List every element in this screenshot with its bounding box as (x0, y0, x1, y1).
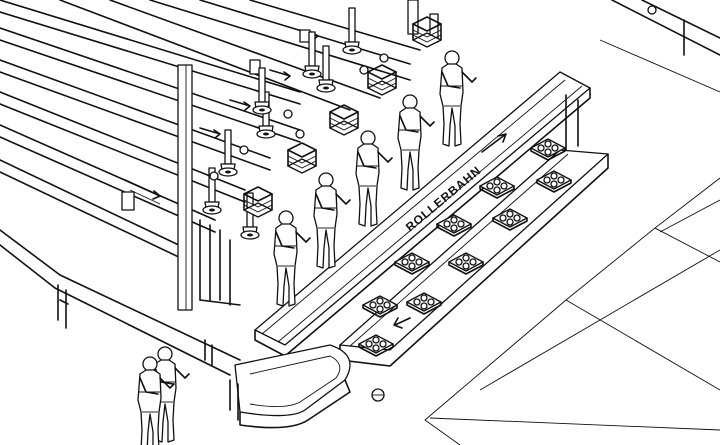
floor-grid (424, 0, 720, 445)
tray-dispensers (202, 7, 389, 240)
main-conveyor (229, 71, 609, 429)
